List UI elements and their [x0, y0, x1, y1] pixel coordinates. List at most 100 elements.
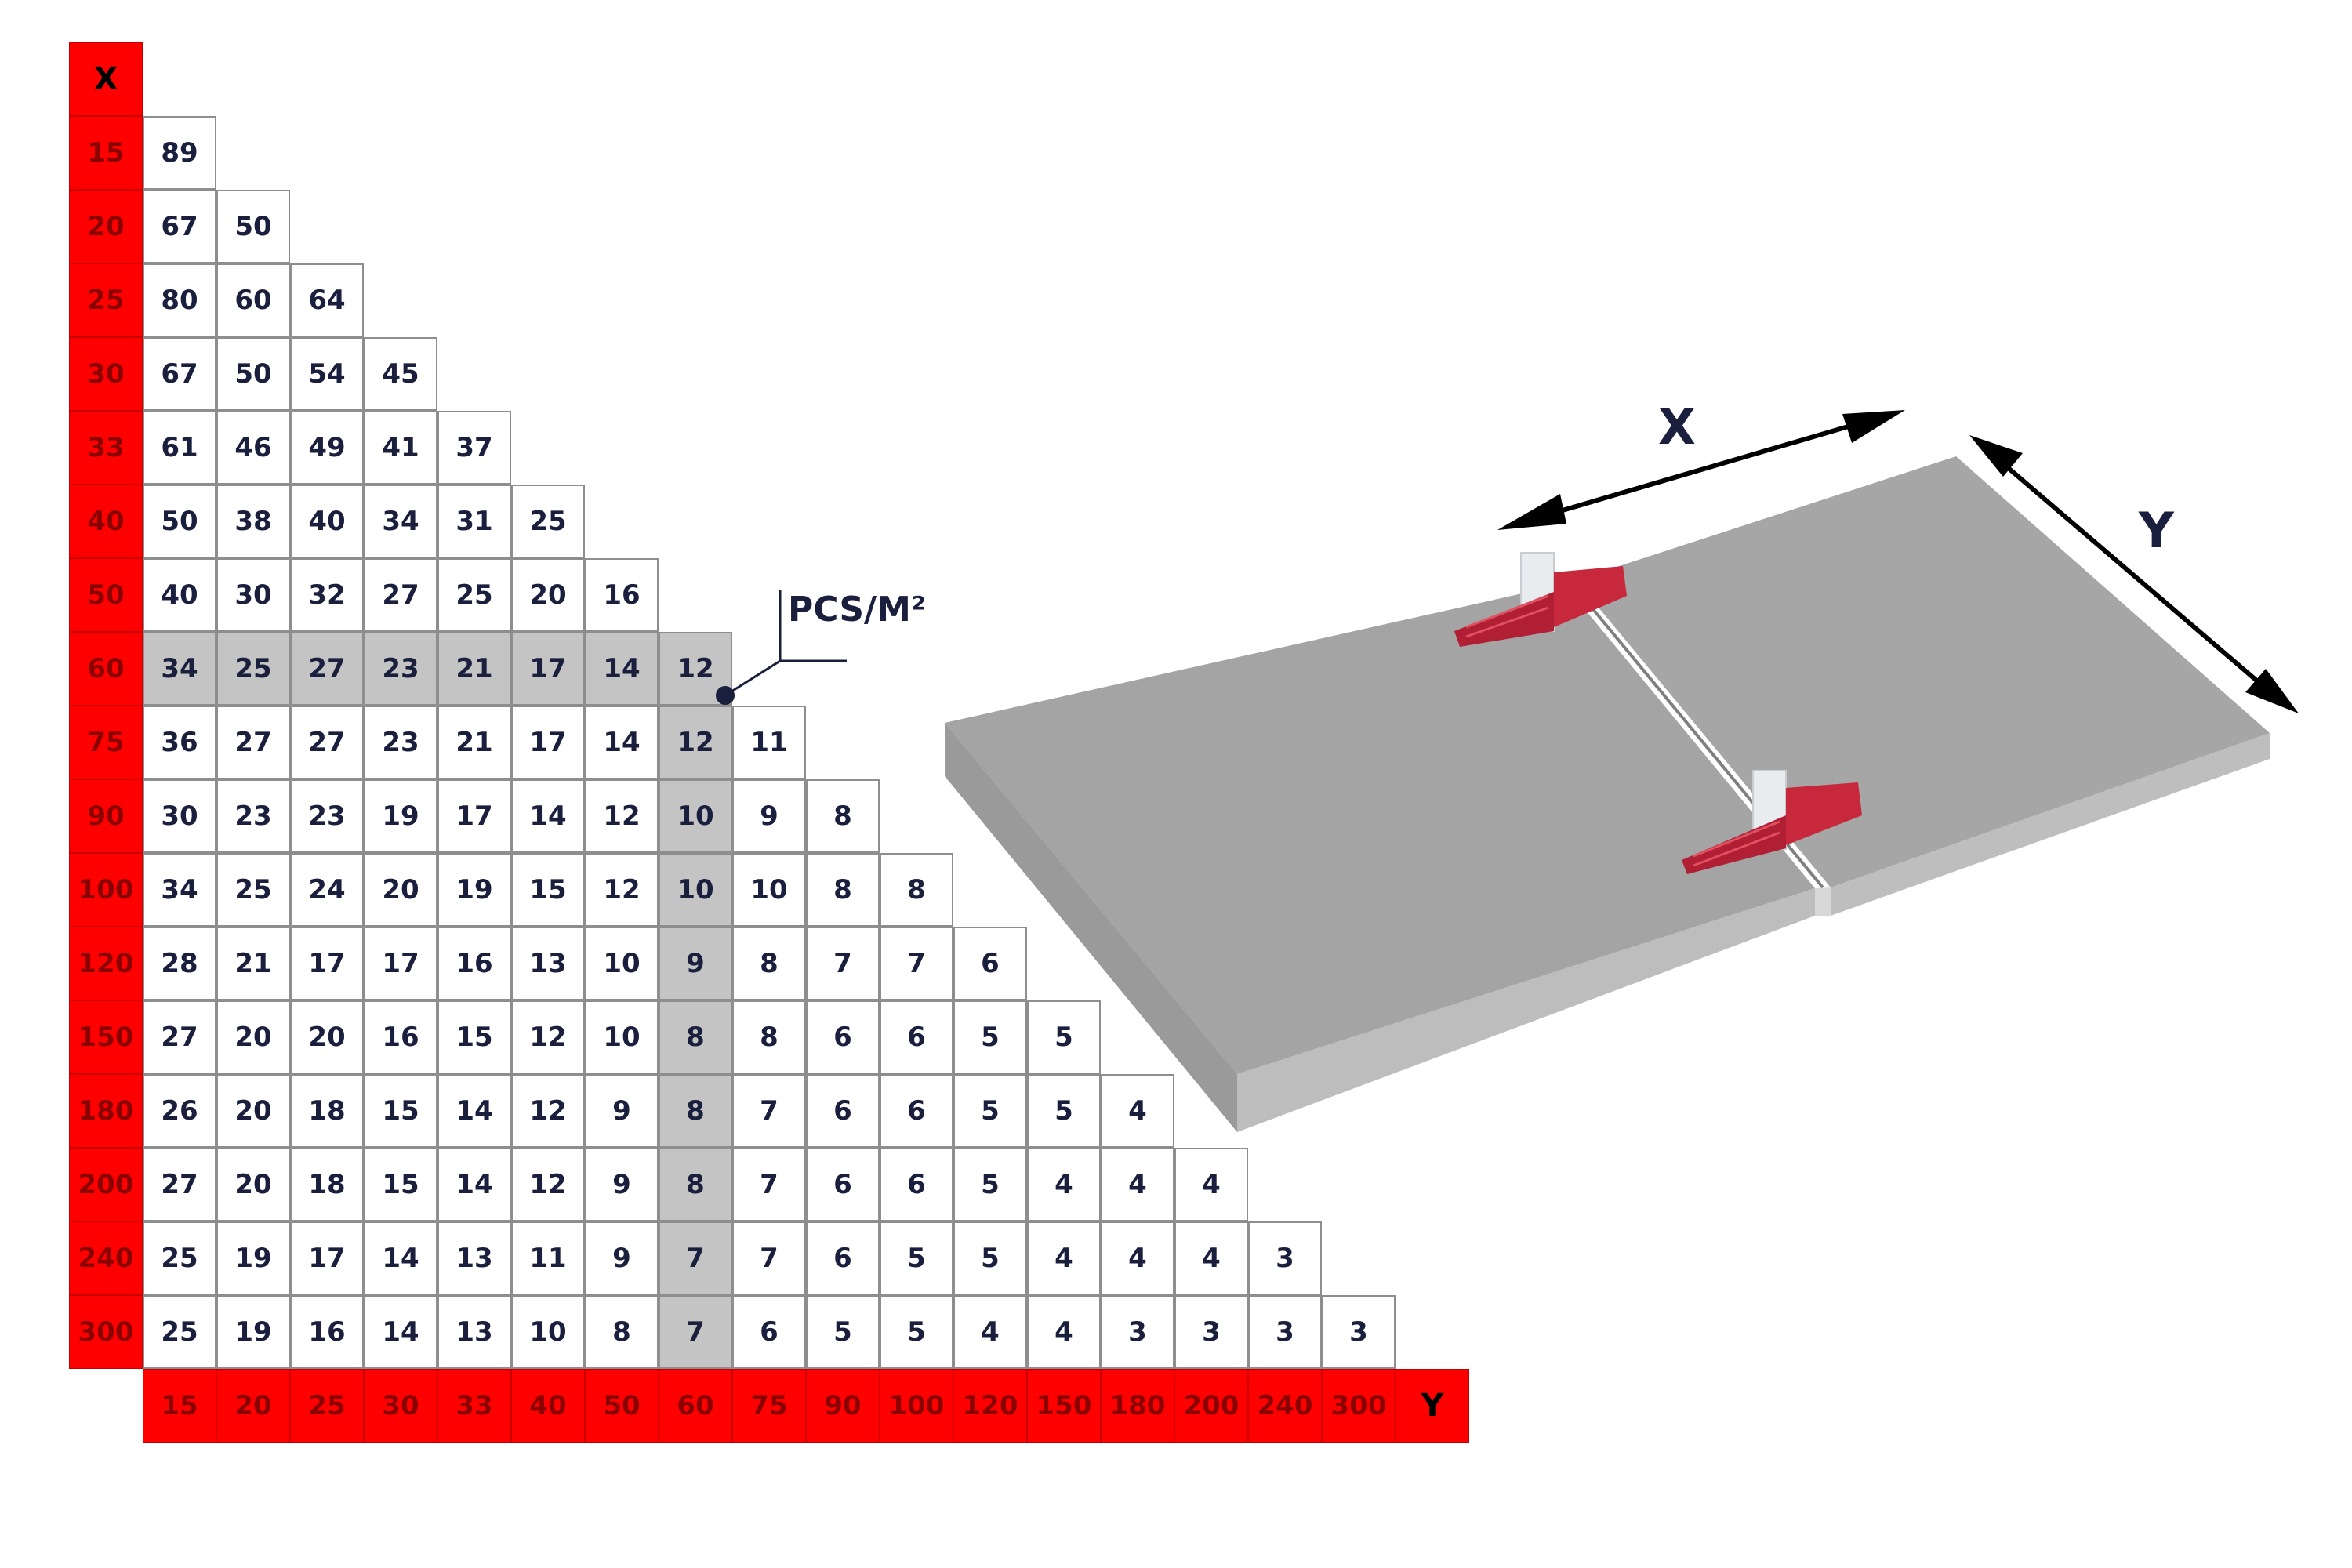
table-cell: 8	[659, 1000, 732, 1074]
table-cell: 7	[659, 1221, 732, 1295]
table-cell: 23	[364, 632, 437, 706]
table-cell: 14	[364, 1221, 437, 1295]
table-cell: 17	[511, 632, 585, 706]
tile-right	[1576, 456, 2270, 916]
table-cell: 16	[364, 1000, 437, 1074]
column-header: 33	[437, 1369, 511, 1443]
table-cell: 3	[1248, 1295, 1322, 1369]
table-cell: 28	[143, 927, 216, 1000]
table-cell: 89	[143, 116, 216, 190]
column-header: 30	[364, 1369, 437, 1443]
column-header: 150	[1027, 1369, 1101, 1443]
row-header: 90	[69, 779, 143, 853]
row-header: 50	[69, 558, 143, 632]
table-cell: 23	[290, 779, 364, 853]
table-cell: 12	[511, 1000, 585, 1074]
table-cell: 4	[1027, 1148, 1101, 1221]
table-cell: 17	[290, 927, 364, 1000]
table-cell: 45	[364, 337, 437, 411]
table-cell: 25	[437, 558, 511, 632]
table-cell: 7	[732, 1221, 806, 1295]
unit-callout	[716, 590, 847, 705]
table-cell: 12	[585, 779, 659, 853]
table-cell: 19	[364, 779, 437, 853]
table-cell: 4	[1101, 1148, 1174, 1221]
table-cell: 41	[364, 411, 437, 485]
row-header: 200	[69, 1148, 143, 1221]
column-header: 200	[1174, 1369, 1248, 1443]
table-cell: 14	[585, 706, 659, 779]
table-cell: 40	[143, 558, 216, 632]
table-cell: 17	[364, 927, 437, 1000]
table-cell: 21	[437, 706, 511, 779]
table-cell: 17	[290, 1221, 364, 1295]
callout-dot	[716, 686, 735, 705]
table-cell: 15	[364, 1074, 437, 1148]
table-cell: 40	[290, 485, 364, 558]
table-cell: 8	[732, 1000, 806, 1074]
table-cell: 27	[290, 706, 364, 779]
table-cell: 6	[953, 927, 1027, 1000]
table-cell: 5	[953, 1074, 1027, 1148]
table-cell: 23	[216, 779, 290, 853]
column-header: 75	[732, 1369, 806, 1443]
table-cell: 13	[437, 1221, 511, 1295]
row-header: 75	[69, 706, 143, 779]
table-cell: 9	[585, 1074, 659, 1148]
row-header: 100	[69, 853, 143, 927]
table-cell: 6	[880, 1000, 953, 1074]
table-cell: 8	[806, 779, 880, 853]
table-cell: 10	[732, 853, 806, 927]
y-axis-label: Y	[2139, 502, 2174, 559]
leveling-clip-bottom	[1682, 770, 1862, 874]
table-cell: 20	[216, 1074, 290, 1148]
table-cell: 25	[511, 485, 585, 558]
table-cell: 5	[1027, 1074, 1101, 1148]
row-header: 30	[69, 337, 143, 411]
table-cell: 34	[143, 632, 216, 706]
table-cell: 4	[1027, 1295, 1101, 1369]
table-cell: 6	[806, 1148, 880, 1221]
table-cell: 27	[143, 1000, 216, 1074]
table-cell: 7	[806, 927, 880, 1000]
table-cell: 20	[216, 1148, 290, 1221]
tile-left	[945, 584, 1815, 1132]
table-cell: 30	[143, 779, 216, 853]
table-cell: 10	[511, 1295, 585, 1369]
row-header: 33	[69, 411, 143, 485]
table-cell: 5	[880, 1295, 953, 1369]
table-cell: 9	[585, 1148, 659, 1221]
column-header: 60	[659, 1369, 732, 1443]
table-cell: 13	[437, 1295, 511, 1369]
table-cell: 20	[511, 558, 585, 632]
table-cell: 30	[216, 558, 290, 632]
table-cell: 5	[1027, 1000, 1101, 1074]
table-cell: 5	[953, 1000, 1027, 1074]
x-axis-corner: X	[69, 42, 143, 116]
table-cell: 34	[364, 485, 437, 558]
table-cell: 20	[216, 1000, 290, 1074]
table-cell: 26	[143, 1074, 216, 1148]
table-cell: 8	[732, 927, 806, 1000]
table-cell: 50	[143, 485, 216, 558]
table-cell: 13	[511, 927, 585, 1000]
table-cell: 3	[1101, 1295, 1174, 1369]
table-cell: 6	[732, 1295, 806, 1369]
table-cell: 8	[659, 1074, 732, 1148]
table-cell: 17	[437, 779, 511, 853]
table-cell: 10	[659, 779, 732, 853]
table-cell: 5	[880, 1221, 953, 1295]
table-cell: 12	[585, 853, 659, 927]
column-header: 100	[880, 1369, 953, 1443]
table-cell: 6	[806, 1221, 880, 1295]
table-cell: 7	[732, 1148, 806, 1221]
table-cell: 15	[364, 1148, 437, 1221]
table-cell: 54	[290, 337, 364, 411]
table-cell: 4	[953, 1295, 1027, 1369]
y-dimension-arrow	[1969, 435, 2299, 713]
column-header: 180	[1101, 1369, 1174, 1443]
row-header: 20	[69, 190, 143, 263]
table-cell: 12	[659, 706, 732, 779]
